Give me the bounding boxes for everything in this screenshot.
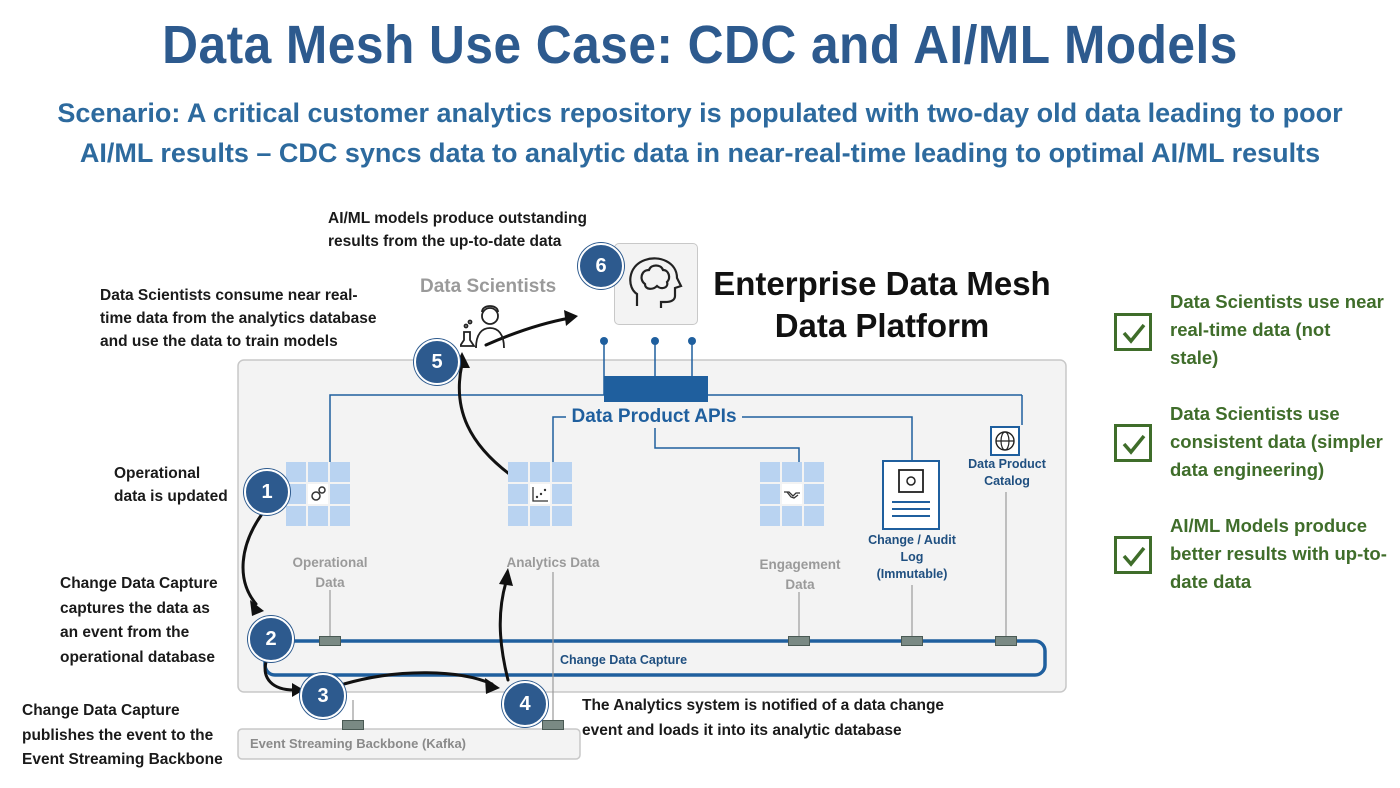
brain-icon xyxy=(629,257,683,308)
gear-icon xyxy=(311,486,326,501)
drop-lines xyxy=(329,492,1007,723)
note-step-1: Operational data is updated xyxy=(114,465,228,505)
connector xyxy=(901,636,923,646)
connector xyxy=(342,720,364,730)
engagement-data-label: Engagement Data xyxy=(759,557,841,592)
ai-model-box xyxy=(614,243,698,325)
safe-icon xyxy=(892,469,930,517)
connector xyxy=(319,636,341,646)
benefit-checkbox-1 xyxy=(1114,313,1152,351)
analytics-data-grid xyxy=(508,462,572,526)
benefit-2: Data Scientists use consistent data (sim… xyxy=(1170,403,1383,480)
step-badge-5: 5 xyxy=(414,339,460,385)
chart-icon xyxy=(532,487,548,502)
platform-title: Enterprise Data Mesh Data Platform xyxy=(700,263,1064,347)
connector xyxy=(995,636,1017,646)
step-badge-2: 2 xyxy=(248,616,294,662)
flow-arrows xyxy=(241,316,572,692)
checkmark-icon xyxy=(1122,434,1146,455)
api-stems xyxy=(603,343,693,376)
engagement-data-grid xyxy=(760,462,824,526)
connector xyxy=(788,636,810,646)
scenario-line-2: AI/ML results – CDC syncs data to analyt… xyxy=(79,138,1321,168)
operational-data-grid xyxy=(286,462,350,526)
step-badge-4: 4 xyxy=(502,681,548,727)
api-dots xyxy=(600,337,696,345)
audit-log-label: Change / Audit Log (Immutable) xyxy=(868,533,956,581)
analytics-data-label: Analytics Data xyxy=(506,555,600,570)
benefit-checkbox-3 xyxy=(1114,536,1152,574)
catalog-box xyxy=(990,426,1020,456)
checkmark-icon xyxy=(1122,323,1146,344)
step-badge-6: 6 xyxy=(578,243,624,289)
note-step-4: The Analytics system is notified of a da… xyxy=(582,697,945,739)
scenario-line-1: Scenario: A critical customer analytics … xyxy=(57,98,1343,128)
globe-icon xyxy=(995,431,1015,451)
handshake-icon xyxy=(784,491,800,499)
page-title: Data Mesh Use Case: CDC and AI/ML Models xyxy=(162,15,1238,75)
benefit-3: AI/ML Models produce better results with… xyxy=(1170,515,1387,592)
data-scientists-label: Data Scientists xyxy=(420,276,557,297)
platform-title-line-2: Data Platform xyxy=(774,307,990,344)
platform-title-line-1: Enterprise Data Mesh xyxy=(713,265,1051,302)
esb-label: Event Streaming Backbone (Kafka) xyxy=(250,736,467,751)
esb-box xyxy=(237,728,581,760)
benefit-checkbox-2 xyxy=(1114,424,1152,462)
note-step-2: Change Data Capture captures the data as… xyxy=(60,575,218,666)
note-step-6: AI/ML models produce outstanding results… xyxy=(328,210,587,250)
cdc-label: Change Data Capture xyxy=(560,653,688,667)
checkmark-icon xyxy=(1122,546,1146,567)
platform-panel xyxy=(237,359,1067,693)
operational-data-label: Operational Data xyxy=(292,555,368,590)
audit-log-document xyxy=(882,460,940,530)
note-step-5: Data Scientists consume near real- time … xyxy=(100,287,377,350)
data-product-apis-label: Data Product APIs xyxy=(566,406,742,428)
catalog-label: Data Product Catalog xyxy=(968,457,1046,488)
scientist-icon xyxy=(460,305,505,349)
step-badge-1: 1 xyxy=(244,469,290,515)
connector xyxy=(542,720,564,730)
benefit-1: Data Scientists use near real-time data … xyxy=(1170,291,1384,368)
api-bar xyxy=(604,376,708,402)
note-step-3: Change Data Capture publishes the event … xyxy=(22,702,223,768)
step-badge-3: 3 xyxy=(300,673,346,719)
arrow-heads xyxy=(250,310,578,697)
